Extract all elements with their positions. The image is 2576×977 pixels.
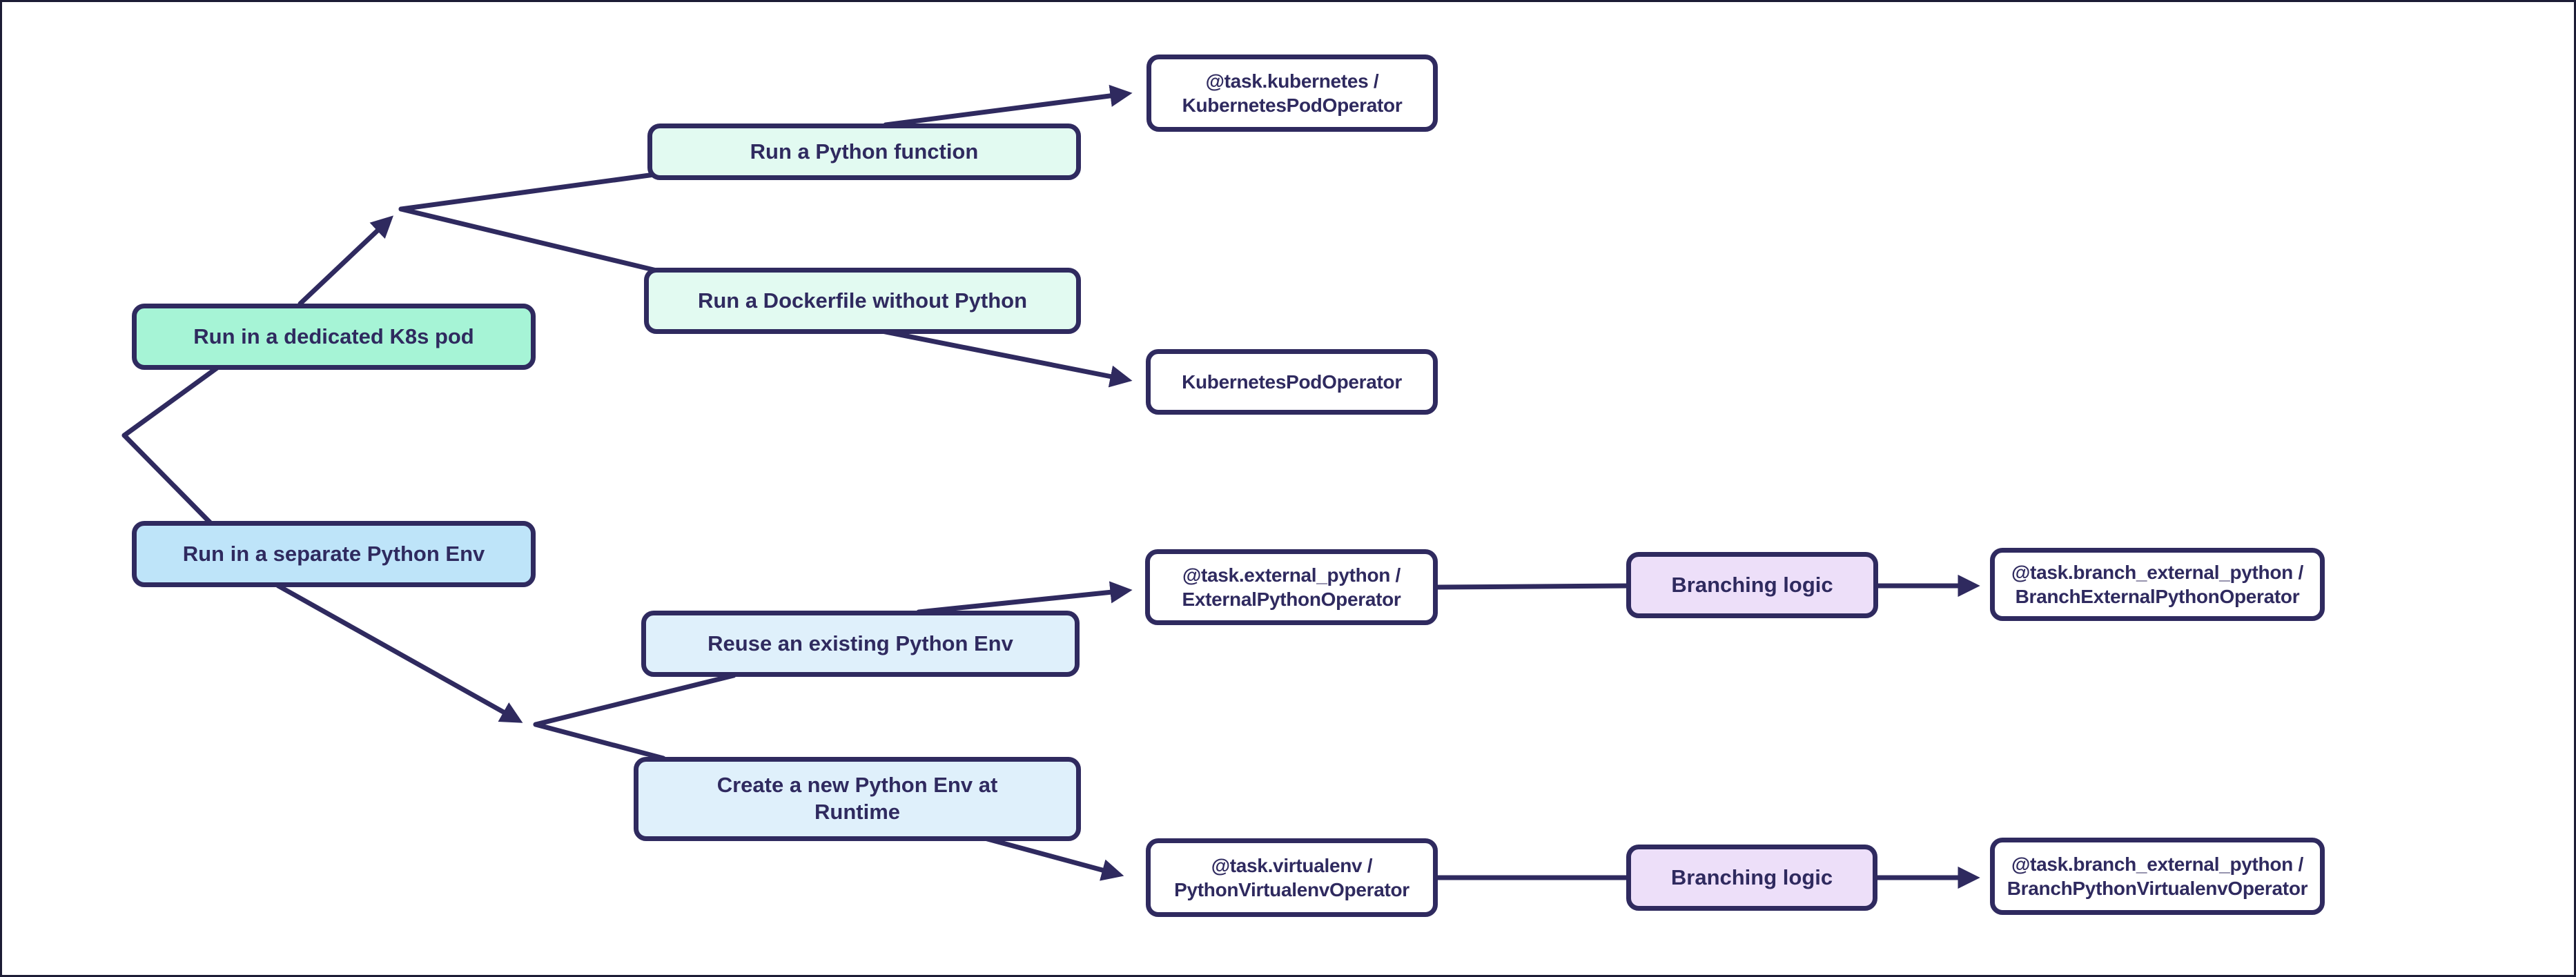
edge-branch-to-create-new-env bbox=[533, 722, 666, 761]
node-task-virtualenv: @task.virtualenv / PythonVirtualenvOpera… bbox=[1146, 838, 1438, 917]
node-dedicated-k8s-pod: Run in a dedicated K8s pod bbox=[132, 304, 536, 370]
edge-dedicated-k8s-to-branch-point bbox=[297, 215, 394, 306]
edge-task-external-python-to-branching-logic bbox=[1435, 583, 1631, 590]
node-reuse-existing-env: Reuse an existing Python Env bbox=[641, 611, 1080, 677]
node-task-external-python: @task.external_python / ExternalPythonOp… bbox=[1145, 549, 1438, 625]
edge-reuse-env-to-task-external-python bbox=[916, 581, 1133, 615]
node-run-python-function: Run a Python function bbox=[647, 124, 1081, 180]
node-task-branch-python-virtualenv: @task.branch_external_python / BranchPyt… bbox=[1990, 838, 2325, 915]
edge-separate-env-to-branch-point bbox=[275, 583, 523, 723]
node-separate-python-env: Run in a separate Python Env bbox=[132, 521, 536, 587]
node-branching-logic-2: Branching logic bbox=[1626, 845, 1877, 911]
node-run-dockerfile: Run a Dockerfile without Python bbox=[644, 268, 1081, 334]
node-create-new-env: Create a new Python Env at Runtime bbox=[634, 757, 1081, 841]
edge-root-to-dedicated-k8s-pod bbox=[121, 361, 226, 438]
edge-root-to-separate-python-env bbox=[121, 433, 214, 526]
node-task-branch-external-python: @task.branch_external_python / BranchExt… bbox=[1990, 548, 2325, 621]
node-kubernetes-pod-operator: KubernetesPodOperator bbox=[1146, 349, 1438, 415]
edge-branch-to-reuse-existing-env bbox=[533, 673, 736, 727]
edge-dockerfile-to-kubernetes-pod-operator bbox=[866, 326, 1133, 388]
edge-create-env-to-task-virtualenv bbox=[982, 836, 1124, 881]
edge-branch-to-run-python-function bbox=[398, 172, 657, 212]
edge-python-function-to-task-kubernetes bbox=[883, 84, 1133, 128]
edge-branch-to-run-dockerfile bbox=[398, 206, 662, 274]
node-branching-logic-1: Branching logic bbox=[1626, 552, 1878, 618]
node-task-kubernetes: @task.kubernetes / KubernetesPodOperator bbox=[1146, 55, 1438, 132]
